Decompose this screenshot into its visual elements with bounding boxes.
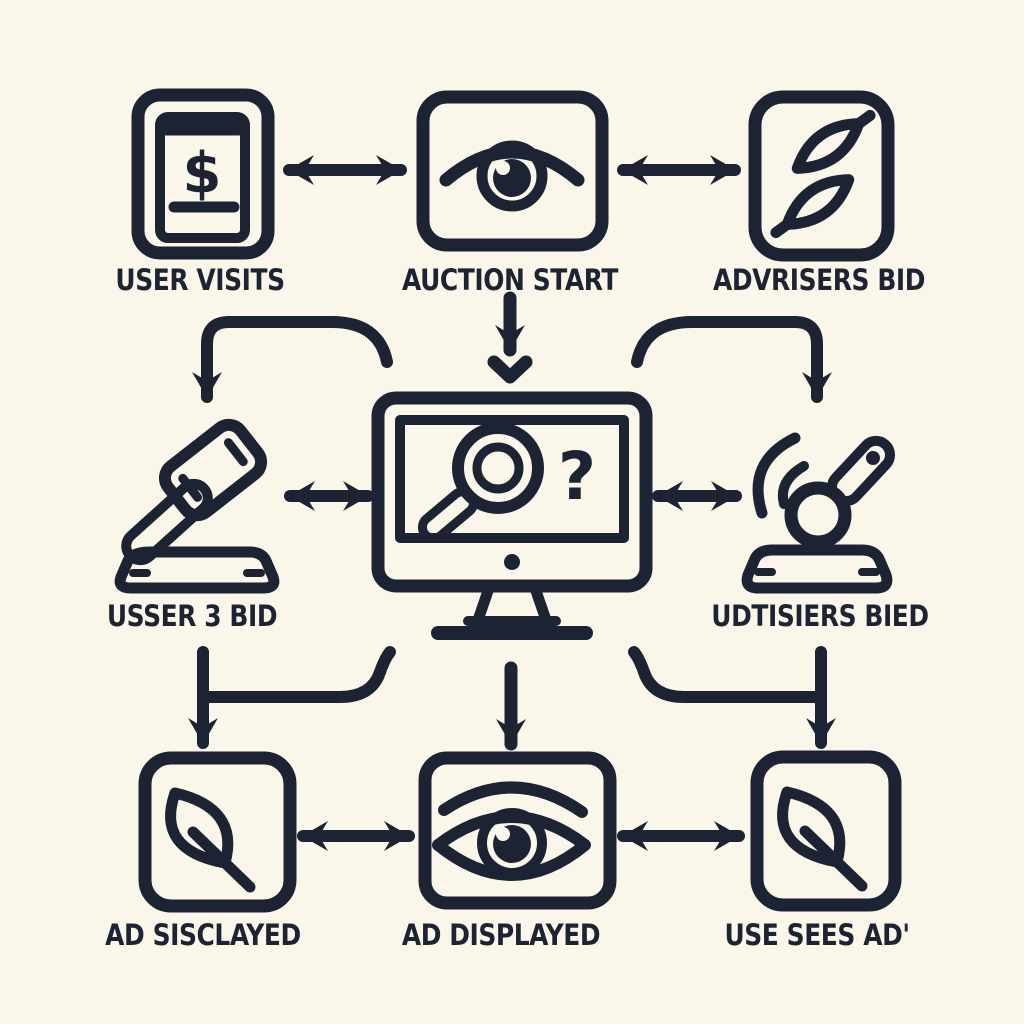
elbow-right-to-mallet [631, 316, 832, 403]
monitor-search-icon: ? [371, 391, 653, 640]
label-advertisers-bid: ADVRISERS BID [712, 263, 926, 297]
label-ad-displayed-left: AD SISCLAYED [105, 918, 301, 952]
mobile-dollar-icon: $ [131, 88, 275, 260]
question-glyph: ? [558, 438, 596, 515]
label-user-bid: USSER 3 BID [106, 599, 278, 633]
label-advertisers-bid-2: UDTISIERS BIED [711, 599, 929, 633]
elbow-right-branch [628, 646, 827, 703]
label-user-visits: USER VISITS [115, 263, 285, 297]
label-ad-displayed: AD DISPLAYED [401, 918, 601, 952]
leaf-icon-right [750, 750, 902, 912]
eye-icon-auction-start [416, 90, 609, 252]
elbow-left-branch [197, 646, 396, 703]
eye-icon-ad-displayed [418, 751, 617, 910]
elbow-left-to-gavel [192, 316, 393, 403]
leaf-icon-left [138, 751, 297, 913]
chevron-auction-to-monitor [487, 355, 533, 384]
gavel-icon [114, 418, 280, 594]
label-user-sees-ad: USE SEES AD' [724, 918, 910, 952]
double-leaf-icon [748, 90, 895, 262]
label-auction-start: AUCTION START [402, 263, 618, 297]
mallet-sound-icon [741, 432, 896, 594]
dollar-glyph: $ [183, 141, 222, 206]
